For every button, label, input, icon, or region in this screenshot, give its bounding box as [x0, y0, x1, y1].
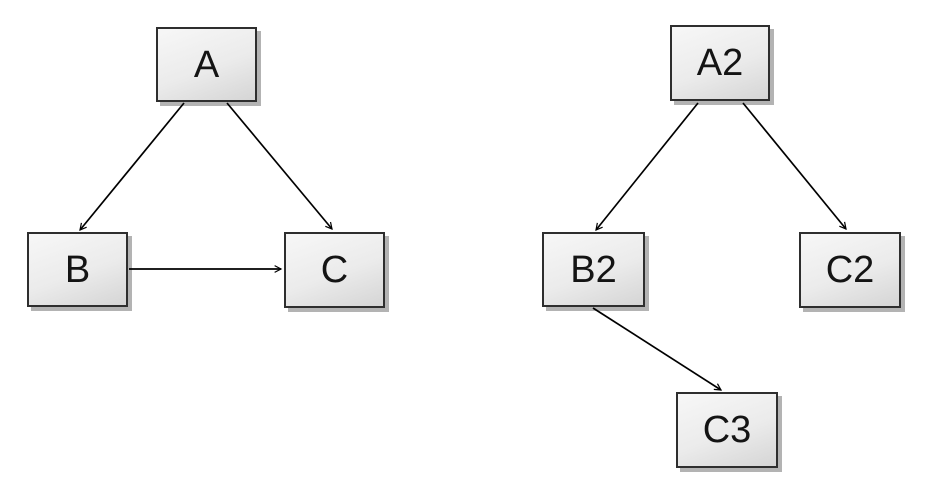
- node-A: A: [156, 27, 257, 102]
- node-label-C2: C2: [825, 249, 875, 291]
- node-label-B: B: [64, 248, 91, 291]
- node-C3: C3: [676, 392, 778, 468]
- node-B2: B2: [542, 232, 645, 307]
- node-label-B2: B2: [570, 248, 617, 291]
- node-label-C: C: [320, 249, 349, 291]
- node-C: C: [284, 232, 385, 308]
- node-label-A: A: [193, 43, 220, 86]
- node-A2: A2: [670, 25, 770, 101]
- node-label-A2: A2: [696, 42, 744, 84]
- node-label-C3: C3: [702, 409, 752, 451]
- node-C2: C2: [799, 232, 901, 308]
- node-B: B: [27, 232, 128, 307]
